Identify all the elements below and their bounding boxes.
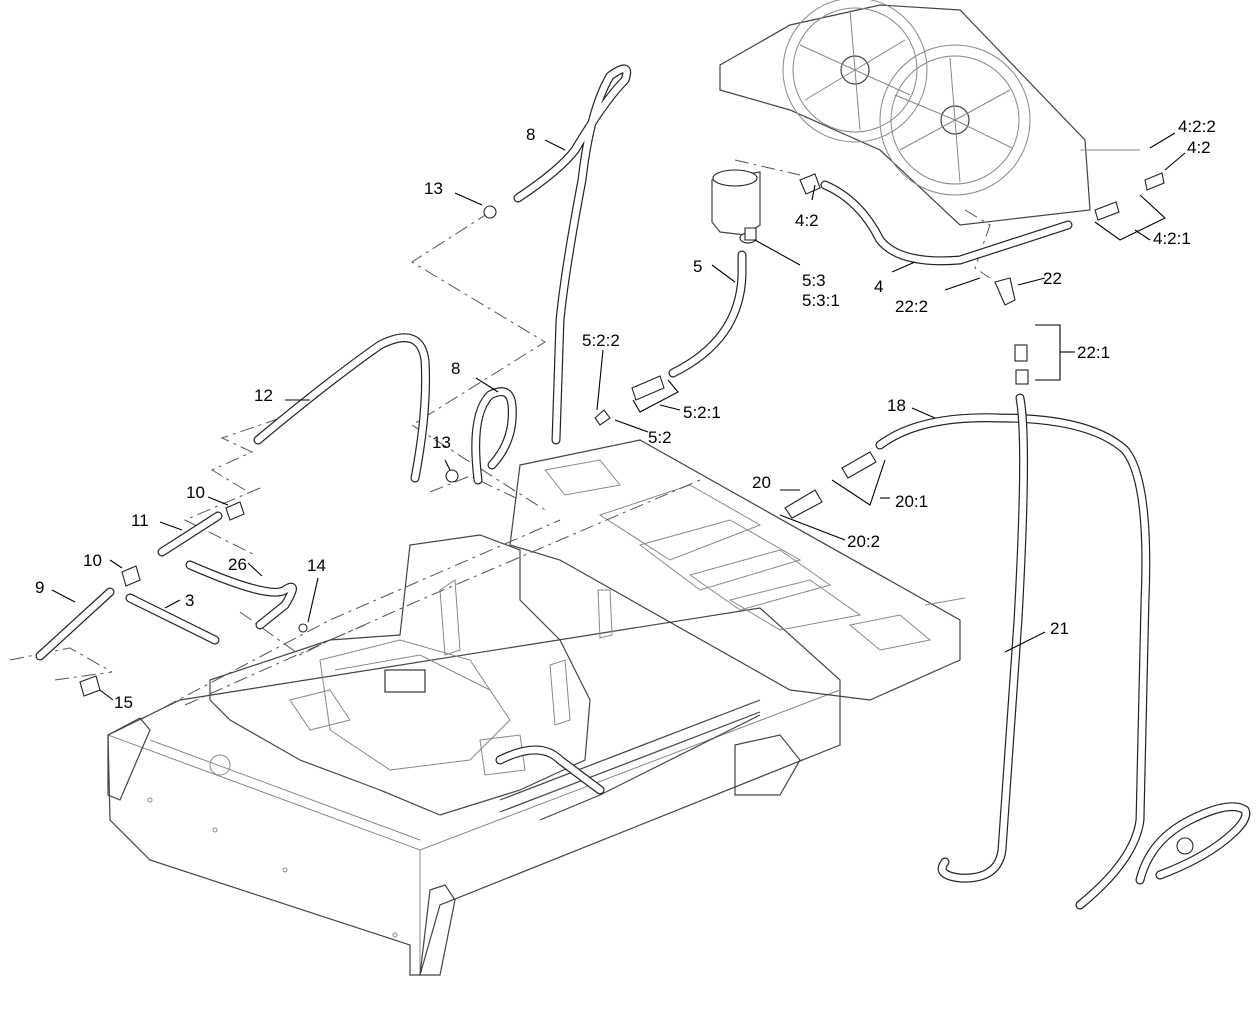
callout-4-2-1: 4:2:1 — [1153, 229, 1191, 248]
callout-12: 12 — [254, 386, 273, 405]
frame-rails — [495, 699, 761, 821]
callout-22-1: 22:1 — [1077, 343, 1110, 362]
callout-5-2: 5:2 — [648, 428, 672, 447]
callout-5-3: 5:3 — [802, 271, 826, 290]
callout-22-2: 22:2 — [895, 297, 928, 316]
callout-4: 4 — [874, 277, 883, 296]
callout-8-middle: 8 — [451, 359, 460, 378]
fittings — [79, 172, 1194, 855]
radiator-assembly — [719, 0, 1140, 226]
callout-labels: 8 13 4:2:2 4:2 4:2 4:2:1 5 5:3 5:3:1 4 2… — [35, 117, 1216, 712]
assembly-lines — [9, 159, 991, 721]
callout-21: 21 — [1050, 619, 1069, 638]
chassis-frame — [107, 607, 841, 976]
callout-20-1: 20:1 — [895, 492, 928, 511]
callout-20-2: 20:2 — [847, 532, 880, 551]
callout-8-upper: 8 — [526, 125, 535, 144]
callout-26: 26 — [228, 555, 247, 574]
callout-4-2-2: 4:2:2 — [1178, 117, 1216, 136]
callout-5-2-2: 5:2:2 — [582, 331, 620, 350]
callout-5: 5 — [693, 257, 702, 276]
callout-10-upper: 10 — [186, 483, 205, 502]
leader-lines — [51, 132, 1186, 701]
hoses — [35, 64, 1251, 910]
seat-plate — [509, 439, 966, 796]
callout-5-3-1: 5:3:1 — [802, 291, 840, 310]
callout-18: 18 — [887, 396, 906, 415]
callout-3: 3 — [185, 591, 194, 610]
callout-13-middle: 13 — [432, 433, 451, 452]
callout-11: 11 — [131, 511, 149, 530]
callout-22: 22 — [1043, 269, 1062, 288]
callout-9: 9 — [35, 578, 44, 597]
callout-4-2-left: 4:2 — [795, 211, 819, 230]
callout-15: 15 — [114, 693, 133, 712]
callout-20: 20 — [752, 473, 771, 492]
callout-14: 14 — [307, 556, 326, 575]
callout-13-upper: 13 — [424, 179, 443, 198]
callout-4-2-right: 4:2 — [1187, 138, 1211, 157]
callout-10-lower: 10 — [83, 551, 102, 570]
callout-5-2-1: 5:2:1 — [683, 403, 721, 422]
engine-block — [209, 534, 613, 816]
